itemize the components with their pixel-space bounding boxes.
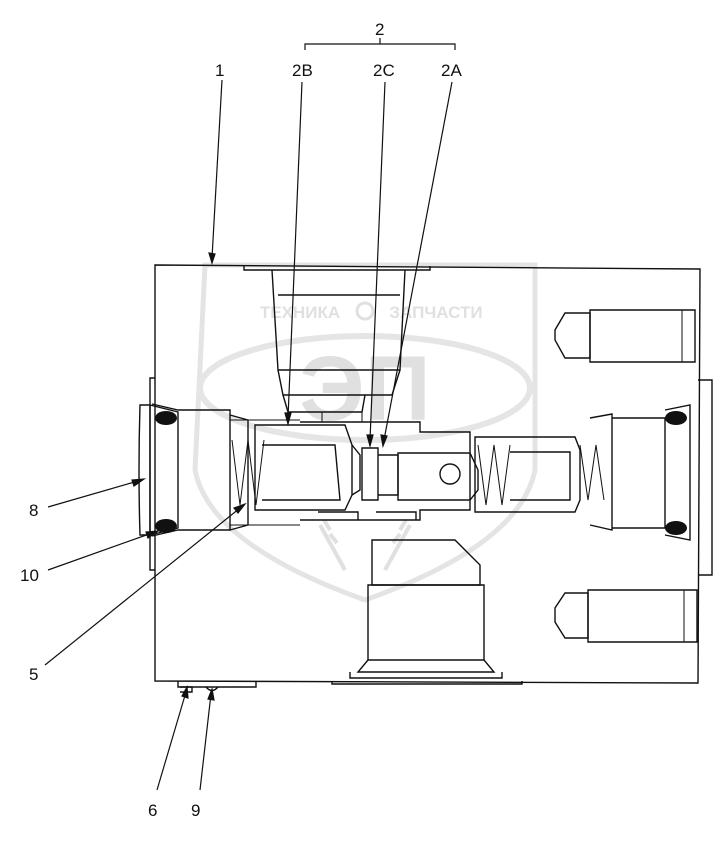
top-port xyxy=(271,269,406,422)
watermark-right-text: ЗАПЧАСТИ xyxy=(389,303,482,322)
watermark-logo-text: ЭП xyxy=(299,338,431,440)
o-ring-bottom-right xyxy=(665,521,687,535)
o-ring-top-left xyxy=(155,411,177,425)
piston-hole xyxy=(439,463,461,485)
watermark-gear-icon xyxy=(355,301,375,321)
watermark-wheat-icon xyxy=(318,518,412,571)
watermark-shield xyxy=(192,262,538,603)
right-plugs xyxy=(554,309,698,643)
callout-10: 10 xyxy=(20,566,39,585)
o-ring-bottom-left xyxy=(155,519,177,533)
callout-2c: 2C xyxy=(373,61,395,80)
watermark-oval xyxy=(197,333,533,443)
callout-2a: 2A xyxy=(441,61,462,80)
callout-5: 5 xyxy=(29,665,38,684)
watermark: ЭП ТЕХНИКА ЗАПЧАСТИ xyxy=(192,262,538,603)
bottom-port xyxy=(349,539,503,679)
valve-body xyxy=(149,264,713,688)
callout-1: 1 xyxy=(215,61,224,80)
leader-lines xyxy=(44,38,456,791)
callout-6: 6 xyxy=(148,801,157,820)
callout-2: 2 xyxy=(375,20,384,39)
callout-labels: 1 2 2B 2C 2A 8 10 5 6 9 xyxy=(20,20,462,820)
callout-8: 8 xyxy=(29,501,38,520)
callout-2b: 2B xyxy=(292,61,313,80)
o-ring-top-right xyxy=(665,411,687,425)
watermark-left-text: ТЕХНИКА xyxy=(260,303,340,322)
callout-9: 9 xyxy=(191,801,200,820)
